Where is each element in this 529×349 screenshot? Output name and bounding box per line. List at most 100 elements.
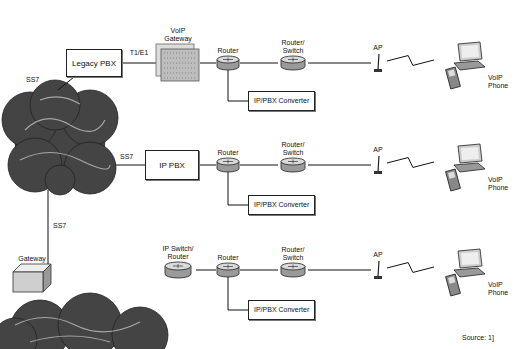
ss7-line	[58, 77, 74, 90]
texture-line	[164, 63, 196, 64]
connector-line	[308, 270, 371, 271]
node-label: IP/PBX Converter	[254, 306, 309, 314]
voip-device-symbol	[428, 249, 486, 297]
cylinder-top	[281, 263, 305, 270]
symbol-group	[165, 262, 191, 278]
box-side	[43, 264, 51, 292]
node-label: Router/ Switch	[278, 39, 308, 55]
gateway-box-symbol	[13, 264, 51, 292]
phone-screen	[448, 69, 455, 76]
swirl-line	[30, 336, 110, 342]
texture-line	[164, 68, 196, 69]
node-label: IP/PBX Converter	[254, 97, 309, 105]
ss7-line	[48, 190, 49, 264]
cylinder-top	[217, 263, 239, 270]
voip-device: VoIP Phone	[428, 42, 512, 90]
texture-line	[164, 58, 196, 59]
swirl-line	[40, 97, 80, 104]
node-label: Legacy PBX	[72, 59, 116, 68]
network-cloud	[0, 293, 168, 349]
access-point-symbol	[371, 260, 385, 280]
switch-icon-symbol	[280, 158, 306, 172]
antenna-mast	[378, 54, 379, 69]
symbol-group	[217, 263, 239, 277]
connector-line	[308, 63, 371, 64]
symbol-group	[281, 263, 305, 277]
cloud-part	[30, 80, 80, 130]
symbol-group	[217, 158, 239, 172]
access-point: AP	[371, 44, 385, 73]
ss7-line	[115, 165, 145, 166]
access-point-symbol	[371, 155, 385, 175]
gateway-front	[161, 49, 199, 81]
switch-icon: Router/ Switch	[278, 246, 308, 277]
connector-line	[387, 263, 434, 273]
node-label: Router	[217, 254, 238, 262]
router-arrow	[293, 265, 294, 269]
node-label: IP Switch/ Router	[160, 245, 196, 261]
router-arrow	[293, 58, 294, 62]
phone-screen	[448, 276, 455, 283]
antenna-mast	[378, 261, 379, 276]
antenna-mast	[378, 156, 379, 171]
node-label: VoIP Gateway	[162, 27, 194, 43]
voip-device: VoIP Phone	[428, 249, 512, 297]
voip-gateway-symbol	[156, 44, 200, 82]
phone-body	[446, 274, 461, 296]
cylinder-top	[217, 158, 239, 165]
voip-device-symbol	[428, 144, 486, 192]
laptop-screen	[458, 249, 482, 268]
cylinder-top	[281, 56, 305, 63]
cylinder-top	[281, 158, 305, 165]
router-icon: Router	[216, 47, 240, 70]
free-label: Source: 1]	[462, 334, 494, 342]
access-point: AP	[371, 251, 385, 280]
laptop-base	[454, 61, 485, 70]
connector-line	[240, 165, 278, 166]
router-arrow	[228, 265, 229, 269]
phone-screen	[448, 171, 455, 178]
phone-body	[446, 169, 461, 191]
symbol-group	[374, 261, 382, 279]
connector-line	[228, 70, 248, 101]
node-label: Router/ Switch	[278, 246, 308, 262]
connector-line	[122, 63, 156, 64]
access-point: AP	[371, 146, 385, 175]
cylinder-top	[217, 56, 239, 63]
symbol-group	[446, 42, 485, 89]
ip-switch-icon-symbol	[164, 262, 192, 278]
router-arrow	[293, 160, 294, 164]
router-icon-symbol	[216, 56, 240, 70]
symbol-group	[281, 56, 305, 70]
swirl-line	[20, 153, 110, 170]
laptop-display	[461, 147, 479, 160]
connector-line	[199, 165, 216, 166]
symbol-group	[374, 156, 382, 174]
antenna-base	[374, 171, 382, 174]
connector-line	[308, 165, 371, 166]
switch-icon-symbol	[280, 56, 306, 70]
cloud-swirl	[20, 97, 110, 169]
router-icon: Router	[216, 149, 240, 172]
antenna-base	[374, 69, 382, 72]
texture-line	[164, 53, 196, 54]
free-label: SS7	[120, 153, 133, 161]
node-label: VoIP Phone	[488, 74, 512, 90]
connector-line	[228, 277, 248, 310]
node-label: AP	[373, 251, 382, 259]
cloud-swirl	[15, 318, 140, 343]
converter-box: IP/PBX Converter	[248, 300, 315, 320]
node-label: Gateway	[18, 255, 46, 263]
router-arrow	[178, 264, 179, 268]
voip-device-symbol	[428, 42, 486, 90]
node-label: AP	[373, 146, 382, 154]
pbx-box: Legacy PBX	[66, 49, 122, 77]
laptop-screen	[458, 144, 482, 163]
laptop-screen	[458, 42, 482, 61]
connector-label: T1/E1	[129, 49, 150, 57]
connector-line	[240, 270, 278, 271]
laptop-display	[461, 45, 479, 58]
laptop-display	[461, 252, 479, 265]
ss7-link	[48, 77, 145, 264]
converter-box: IP/PBX Converter	[248, 195, 315, 215]
